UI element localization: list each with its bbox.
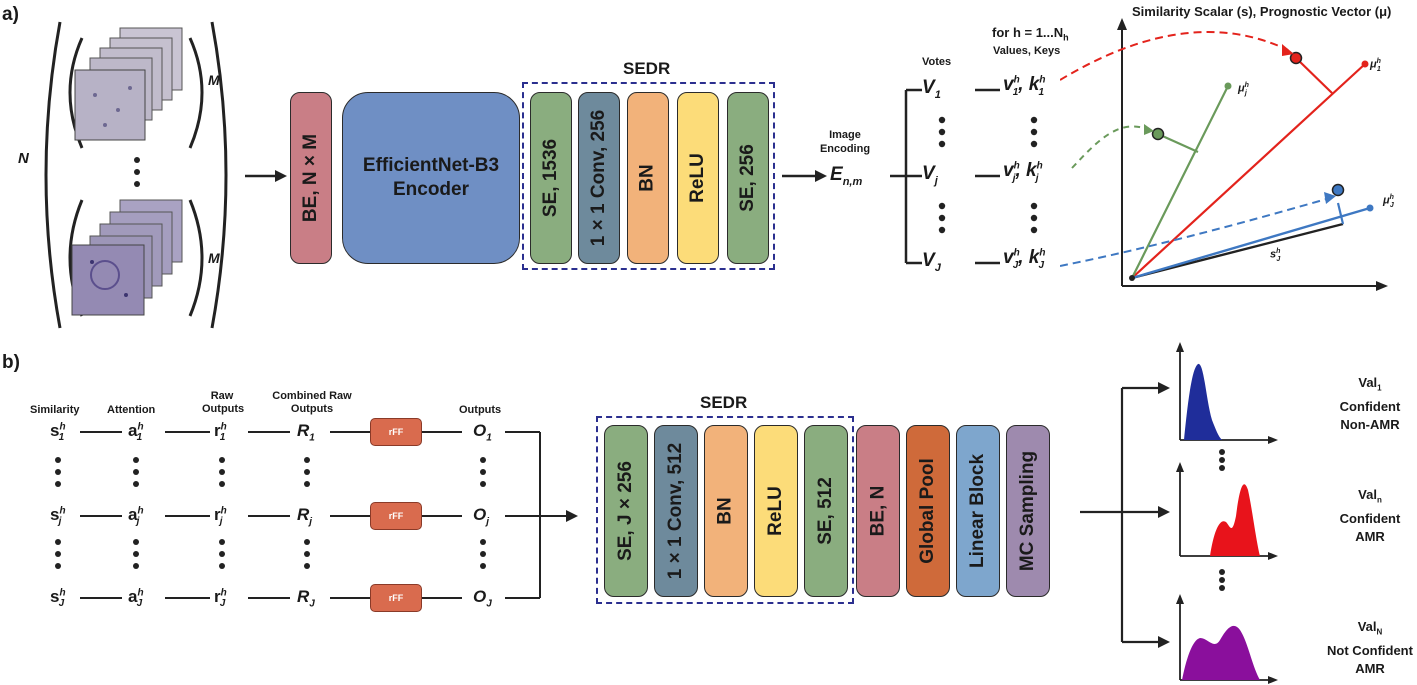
row-j-combined: Rj [297, 505, 313, 528]
image-encoding-label: Image Encoding [819, 129, 871, 155]
vector-plot-title: Similarity Scalar (s), Prognostic Vector… [1132, 4, 1392, 19]
vector-plot [1060, 18, 1388, 291]
output-val-N-label: ValN Not Confident AMR [1327, 619, 1413, 676]
m-label-top: M [208, 72, 220, 88]
value-key-1: vh1, kh1 [1003, 74, 1046, 98]
row-1-attention: ah1 [128, 421, 144, 444]
row-J-combined: RJ [297, 587, 315, 610]
sedr-a-se-1536: SE, 1536 [530, 92, 572, 264]
encoding-symbol: En,m [830, 164, 863, 188]
encoder-label: EfficientNet-B3 Encoder [362, 155, 500, 200]
be-n-block: BE, N [856, 425, 900, 597]
panel-b-row-lines [55, 431, 578, 599]
n-label: N [18, 150, 29, 167]
vote-tree-lines [782, 88, 1038, 265]
mc-sampling-block: MC Sampling [1006, 425, 1050, 597]
header-attention: Attention [107, 404, 156, 416]
for-h-header: for h = 1...Nh [992, 25, 1069, 43]
row-1-output: O1 [473, 421, 492, 444]
sedr-title-b: SEDR [700, 393, 748, 412]
value-key-j: vhj, khj [1003, 160, 1043, 184]
efficientnet-encoder: EfficientNet-B3 Encoder [342, 92, 520, 264]
distribution-val-1 [1176, 342, 1278, 444]
mu-1-label: μh1 [1370, 58, 1381, 73]
sedr-a-bn: BN [627, 92, 669, 264]
row-J-output: OJ [473, 587, 492, 610]
votes-header: Votes [922, 56, 952, 68]
row-J-similarity: shJ [50, 587, 66, 610]
vote-1: V1 [922, 77, 941, 101]
header-raw-outputs: Raw Outputs [202, 390, 245, 415]
slide-stack-brackets [44, 21, 287, 329]
header-outputs: Outputs [459, 404, 502, 416]
row-1-combined: R1 [297, 421, 315, 444]
row-J-rff: rFF [370, 584, 422, 612]
sedr-b-bn: BN [704, 425, 748, 597]
distribution-val-N [1176, 594, 1278, 684]
linear-block: Linear Block [956, 425, 1000, 597]
mu-j-label: μhj [1238, 82, 1249, 97]
header-similarity: Similarity [30, 404, 80, 416]
tile-stack-bottom [71, 199, 183, 316]
row-1-raw: rh1 [214, 421, 227, 444]
distribution-val-n [1176, 462, 1278, 560]
value-key-J: vhJ, khJ [1003, 247, 1046, 271]
sedr-box-a [522, 82, 775, 270]
mu-J-label: μhJ [1383, 194, 1394, 209]
values-keys-header: Values, Keys [993, 45, 1061, 57]
row-J-attention: ahJ [128, 587, 144, 610]
row-1-similarity: sh1 [50, 421, 66, 444]
be-nxm-block: BE, N × M [290, 92, 332, 264]
panel-b-label: b) [2, 352, 20, 373]
row-j-attention: ahj [128, 505, 144, 528]
row-j-output: Oj [473, 505, 490, 528]
row-1-rff: rFF [370, 418, 422, 446]
output-branches [1080, 342, 1278, 684]
panel-a-label: a) [2, 4, 19, 25]
output-val-n-label: Valn Confident AMR [1339, 487, 1401, 544]
sedr-a-conv-256: 1 × 1 Conv, 256 [578, 92, 620, 264]
sedr-title-a: SEDR [623, 59, 671, 78]
sedr-b-relu: ReLU [754, 425, 798, 597]
m-label-bottom: M [208, 250, 220, 266]
row-j-similarity: shj [50, 505, 66, 528]
global-pool-block: Global Pool [906, 425, 950, 597]
sedr-b-conv-512: 1 × 1 Conv, 512 [654, 425, 698, 597]
vote-j: Vj [922, 163, 938, 187]
tile-stack-top [74, 27, 183, 141]
sedr-a-relu: ReLU [677, 92, 719, 264]
header-combined-raw-outputs: Combined Raw Outputs [272, 390, 352, 415]
row-j-rff: rFF [370, 502, 422, 530]
sedr-a-se-256: SE, 256 [727, 92, 769, 264]
row-J-raw: rhJ [214, 587, 227, 610]
output-val-1-label: Val1 Confident Non-AMR [1339, 375, 1401, 432]
s-J-label: shJ [1270, 248, 1281, 263]
sedr-b-se-jx256: SE, J × 256 [604, 425, 648, 597]
sedr-box-b [596, 416, 854, 604]
vote-J: VJ [922, 250, 941, 274]
sedr-b-se-512: SE, 512 [804, 425, 848, 597]
row-j-raw: rhj [214, 505, 227, 528]
be-nxm-label: BE, N × M [300, 133, 321, 223]
